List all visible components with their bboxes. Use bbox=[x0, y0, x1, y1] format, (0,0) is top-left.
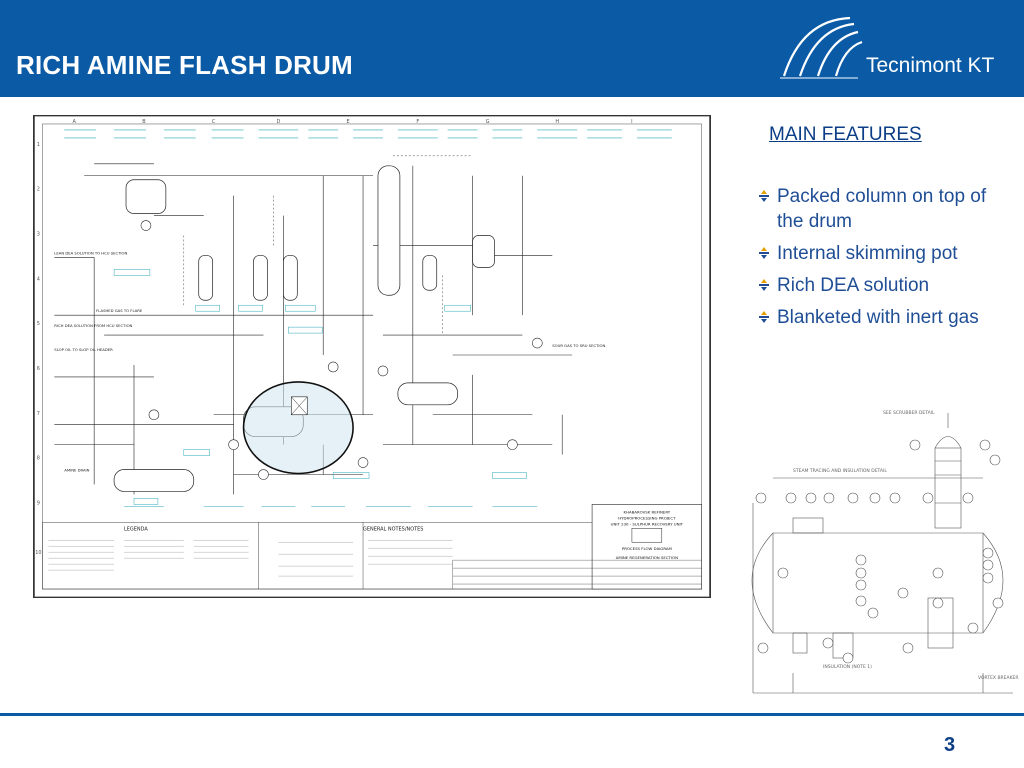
svg-text:AMINE REGENERATION SECTION: AMINE REGENERATION SECTION bbox=[616, 555, 678, 560]
svg-text:INSULATION (NOTE 1): INSULATION (NOTE 1) bbox=[823, 664, 872, 670]
feature-item: Internal skimming pot bbox=[757, 241, 1007, 266]
svg-text:SEE SCRUBBER DETAIL: SEE SCRUBBER DETAIL bbox=[883, 410, 935, 416]
svg-text:B: B bbox=[142, 119, 146, 125]
svg-text:7: 7 bbox=[37, 411, 40, 417]
bullet-arrow-icon bbox=[759, 247, 769, 259]
svg-text:A: A bbox=[73, 119, 77, 125]
vessel-detail-drawing: SEE SCRUBBER DETAIL STEAM TRACING AND IN… bbox=[751, 410, 1019, 694]
svg-text:D: D bbox=[276, 119, 280, 125]
column-letters: A B C D E F G H I bbox=[73, 119, 633, 125]
header-bar: RICH AMINE FLASH DRUM Tecnimont KT bbox=[0, 0, 1024, 97]
svg-text:FLASHED GAS TO FLARE: FLASHED GAS TO FLARE bbox=[96, 308, 143, 313]
svg-text:LEGENDA: LEGENDA bbox=[124, 526, 148, 532]
svg-text:8: 8 bbox=[37, 456, 40, 462]
svg-text:UNIT 230 - SULPHUR RECOVERY UN: UNIT 230 - SULPHUR RECOVERY UNIT bbox=[611, 521, 684, 526]
row-numbers: 1 2 3 4 5 6 7 8 9 10 bbox=[35, 142, 41, 556]
feature-item: Blanketed with inert gas bbox=[757, 305, 1007, 330]
logo-text: Tecnimont KT bbox=[866, 54, 995, 77]
svg-text:5: 5 bbox=[37, 321, 40, 327]
svg-text:H: H bbox=[555, 119, 559, 125]
bullet-arrow-icon bbox=[759, 311, 769, 323]
page-title: RICH AMINE FLASH DRUM bbox=[16, 50, 353, 80]
svg-text:HYDROPROCESSING PROJECT: HYDROPROCESSING PROJECT bbox=[618, 515, 676, 520]
svg-text:2: 2 bbox=[37, 187, 40, 193]
features-list: Packed column on top of the drum Interna… bbox=[757, 184, 1007, 337]
svg-text:STEAM TRACING AND INSULATION D: STEAM TRACING AND INSULATION DETAIL bbox=[793, 468, 887, 474]
feature-item: Packed column on top of the drum bbox=[757, 184, 1007, 234]
svg-text:F: F bbox=[416, 119, 419, 125]
svg-text:C: C bbox=[212, 119, 216, 125]
svg-text:LEAN DEA SOLUTION TO HCU SECTI: LEAN DEA SOLUTION TO HCU SECTION bbox=[54, 250, 127, 255]
svg-text:10: 10 bbox=[35, 550, 41, 556]
svg-text:SLOP OIL TO SLOP OIL HEADER: SLOP OIL TO SLOP OIL HEADER bbox=[54, 347, 113, 352]
bullet-arrow-icon bbox=[759, 190, 769, 202]
feature-text: Internal skimming pot bbox=[777, 243, 958, 264]
svg-text:1: 1 bbox=[37, 142, 40, 148]
feature-text: Rich DEA solution bbox=[777, 275, 930, 296]
svg-text:4: 4 bbox=[37, 276, 40, 282]
svg-text:AMINE DRAIN: AMINE DRAIN bbox=[64, 468, 89, 473]
svg-text:6: 6 bbox=[37, 366, 40, 372]
flash-drum-highlight bbox=[242, 381, 354, 475]
svg-text:VORTEX BREAKER: VORTEX BREAKER bbox=[978, 675, 1019, 681]
tecnimont-logo-icon bbox=[780, 16, 863, 79]
page-number: 3 bbox=[944, 734, 956, 756]
feature-item: Rich DEA solution bbox=[757, 273, 1007, 298]
svg-text:G: G bbox=[486, 119, 490, 125]
svg-text:RICH DEA SOLUTION FROM HCU SEC: RICH DEA SOLUTION FROM HCU SECTION bbox=[54, 323, 132, 328]
process-flow-diagram: A B C D E F G H I 1 2 3 4 5 6 7 8 9 10 bbox=[33, 115, 711, 598]
svg-text:GENERAL NOTES/NOTES: GENERAL NOTES/NOTES bbox=[363, 526, 423, 532]
svg-text:9: 9 bbox=[37, 500, 40, 506]
svg-text:PROCESS FLOW DIAGRAM: PROCESS FLOW DIAGRAM bbox=[622, 546, 672, 551]
svg-text:3: 3 bbox=[37, 232, 40, 238]
feature-text: Packed column on top of the drum bbox=[777, 186, 987, 232]
svg-text:E: E bbox=[347, 119, 350, 125]
feature-text: Blanketed with inert gas bbox=[777, 307, 979, 328]
svg-text:I: I bbox=[631, 119, 632, 125]
svg-text:SOUR GAS TO SRU SECTION: SOUR GAS TO SRU SECTION bbox=[552, 343, 605, 348]
svg-text:KHABAROVSK REFINERY: KHABAROVSK REFINERY bbox=[624, 509, 671, 514]
footer-divider bbox=[0, 713, 1024, 716]
bullet-arrow-icon bbox=[759, 279, 769, 291]
main-features-title: MAIN FEATURES bbox=[769, 124, 922, 145]
